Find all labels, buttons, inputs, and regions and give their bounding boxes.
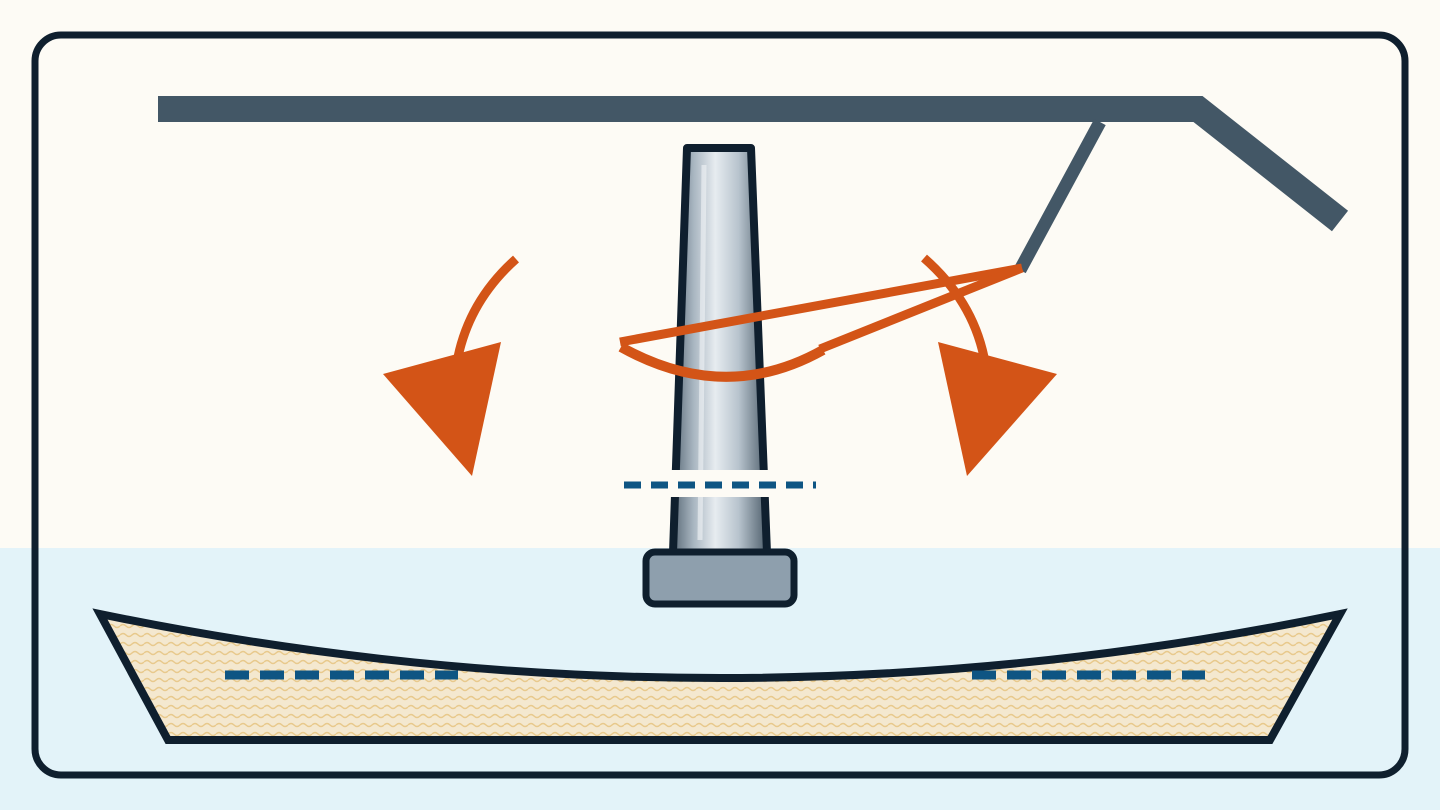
bent-chord-icon <box>618 263 1024 382</box>
curved-arrow-icon <box>383 255 519 476</box>
basin-outline <box>92 608 1348 744</box>
overhead-beam <box>158 96 1349 274</box>
frame-border <box>31 31 1409 779</box>
support-strut <box>1014 118 1106 274</box>
curved-arrow-icon <box>921 254 1057 476</box>
pier-column <box>642 144 798 608</box>
sediment-basin <box>92 608 1348 744</box>
pier-base <box>642 548 798 608</box>
